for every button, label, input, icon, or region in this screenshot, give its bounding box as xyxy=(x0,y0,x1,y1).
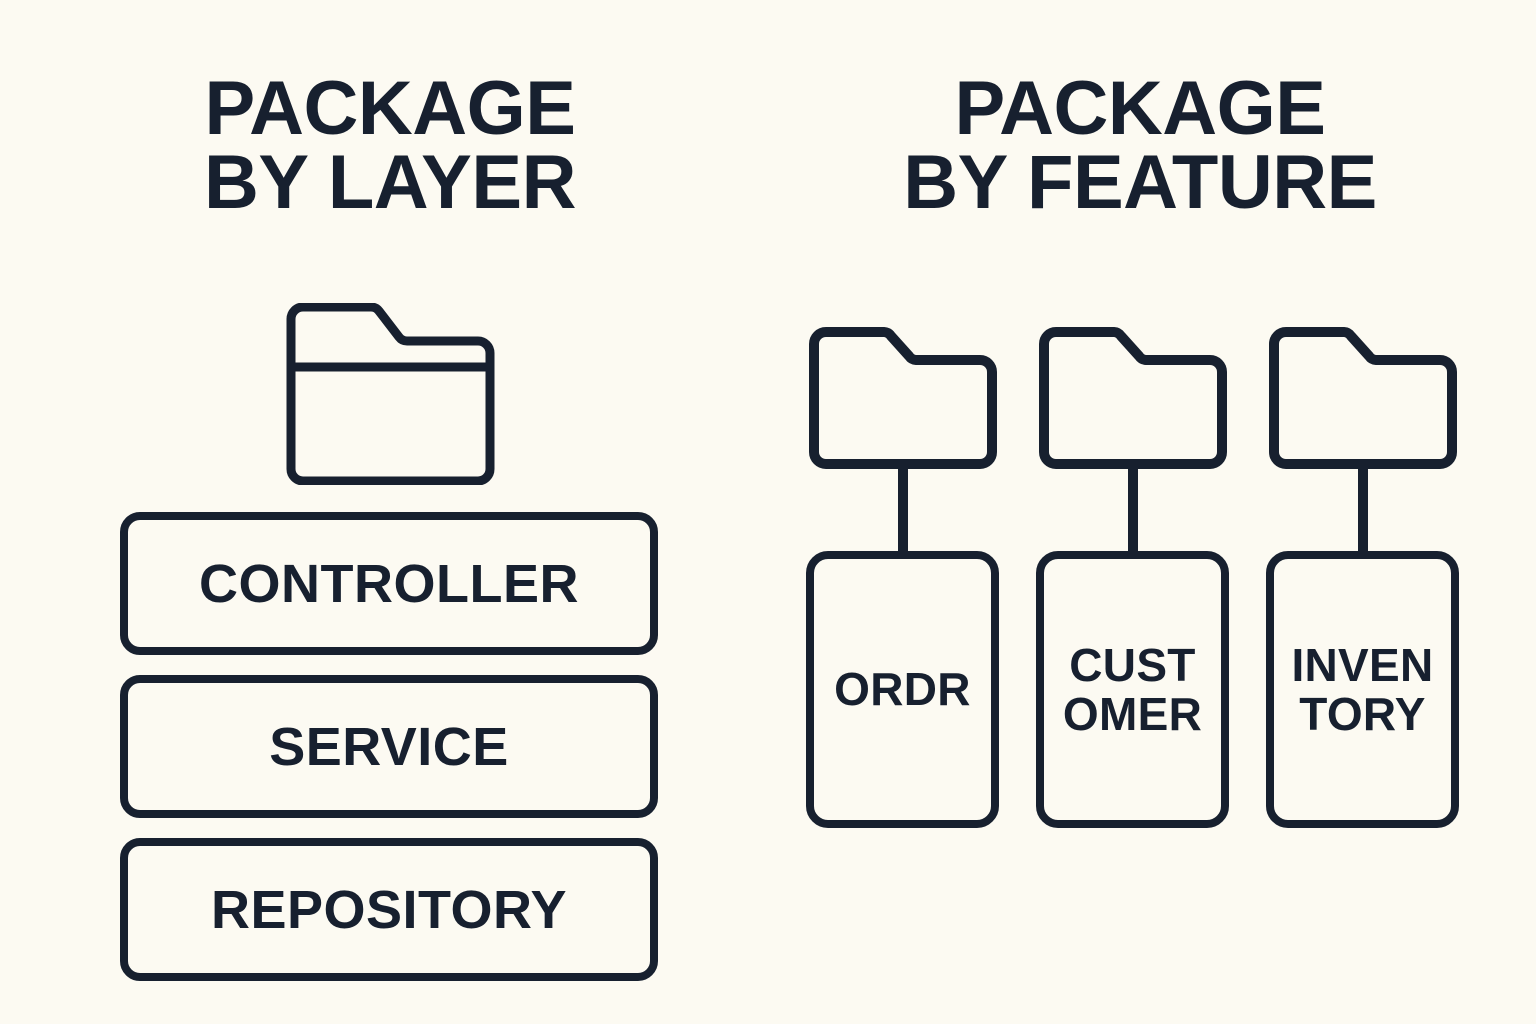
feature-card-inventory-label: INVEN TORY xyxy=(1291,639,1434,740)
connector-line-ordr xyxy=(898,462,908,557)
layer-box-service[interactable]: SERVICE xyxy=(120,675,658,818)
feature-card-customer-label: CUST OMER xyxy=(1062,639,1203,740)
layer-box-repository[interactable]: REPOSITORY xyxy=(120,838,658,981)
folder-icon-customer xyxy=(1038,326,1228,470)
connector-line-inventory xyxy=(1358,462,1368,557)
layer-box-repository-label: REPOSITORY xyxy=(210,879,568,940)
feature-card-customer[interactable]: CUST OMER xyxy=(1036,551,1229,828)
connector-line-customer xyxy=(1128,462,1138,557)
feature-card-ordr[interactable]: ORDR xyxy=(806,551,999,828)
feature-card-inventory[interactable]: INVEN TORY xyxy=(1266,551,1459,828)
layer-box-service-label: SERVICE xyxy=(269,716,509,777)
folder-icon-ordr xyxy=(808,326,998,470)
layer-box-controller-label: CONTROLLER xyxy=(199,553,579,614)
layer-box-controller[interactable]: CONTROLLER xyxy=(120,512,658,655)
panel-title-package-by-layer: PACKAGE BY LAYER xyxy=(204,66,576,226)
folder-icon-inventory xyxy=(1268,326,1458,470)
feature-card-ordr-label: ORDR xyxy=(834,663,971,716)
panel-title-package-by-feature: PACKAGE BY FEATURE xyxy=(903,66,1377,226)
folder-icon-layer xyxy=(283,303,498,485)
